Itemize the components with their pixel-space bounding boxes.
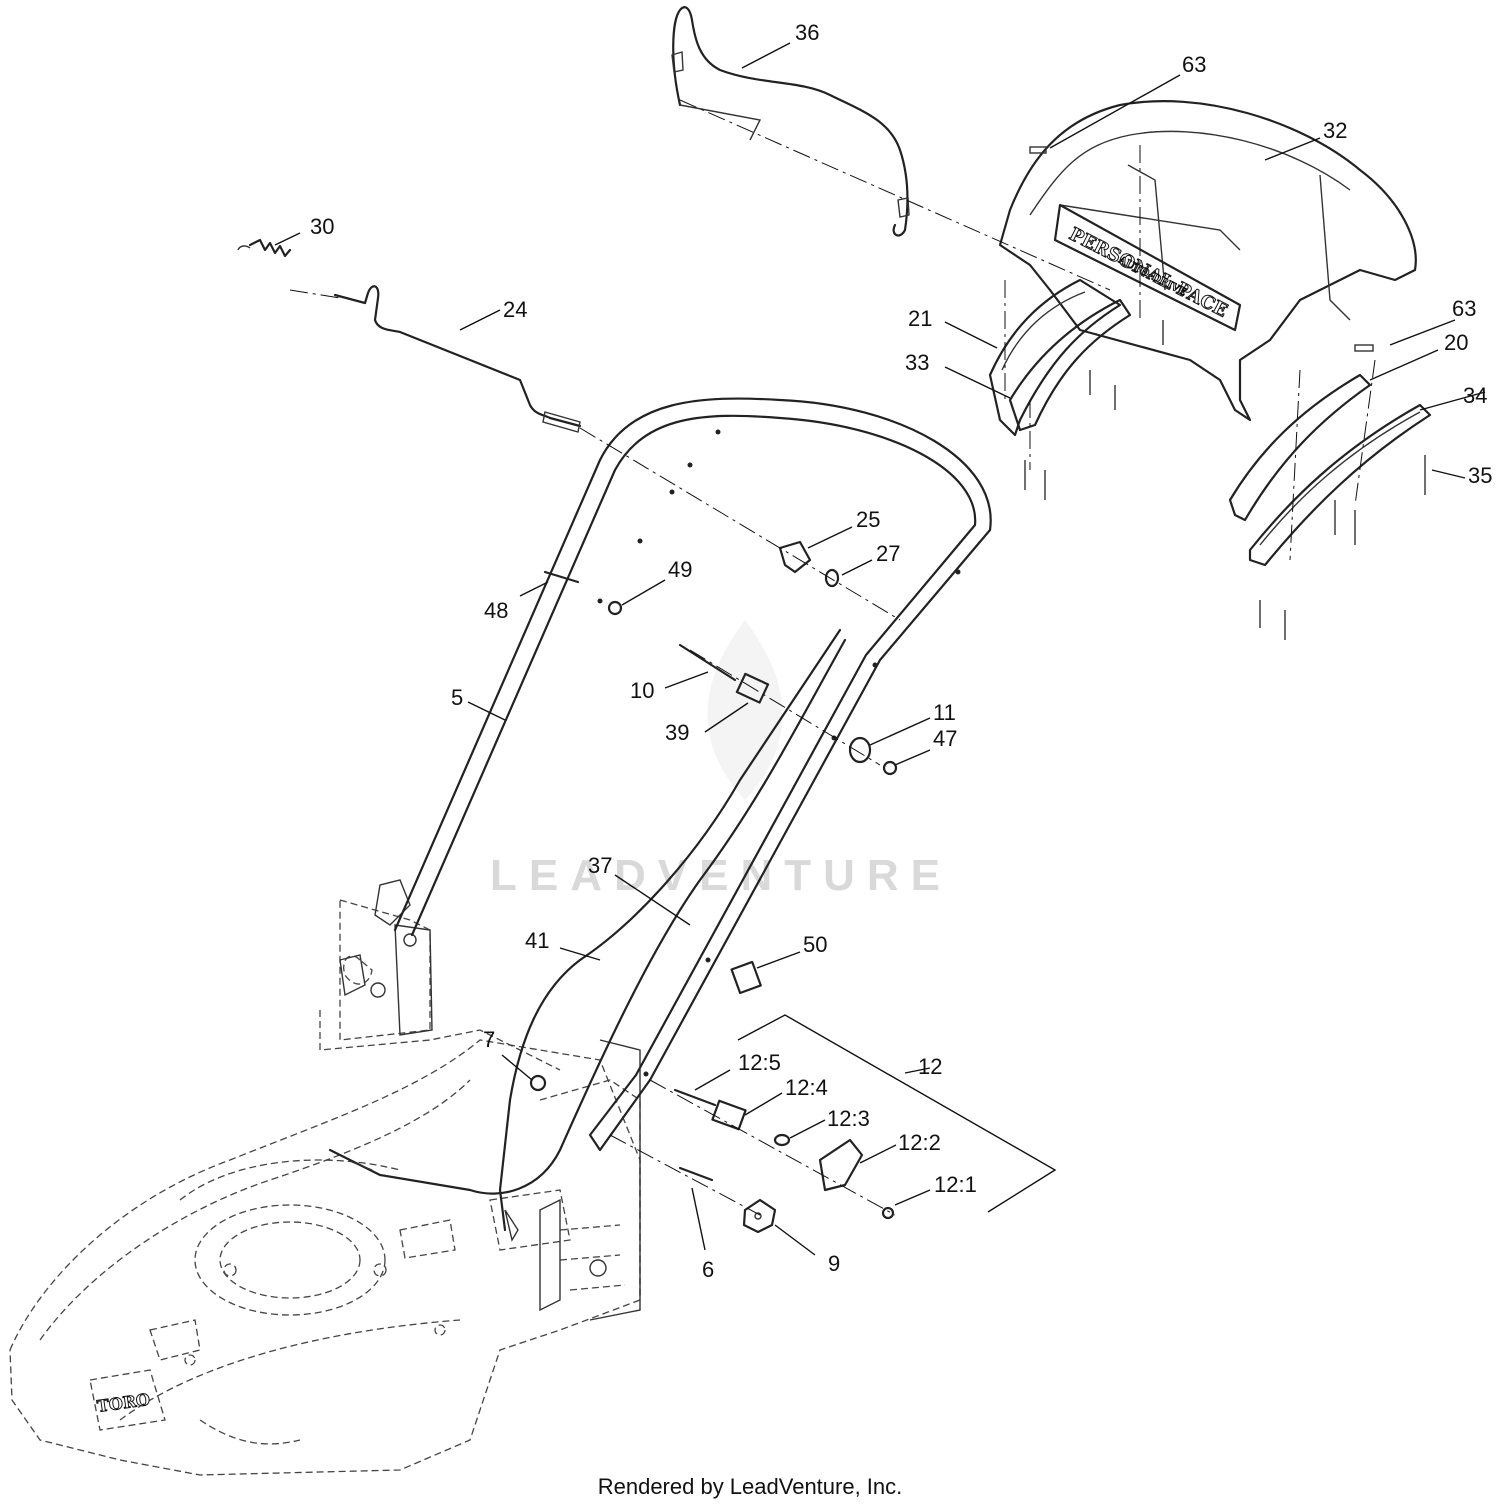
callout-63-right: 63 <box>1452 296 1476 321</box>
callout-30: 30 <box>310 214 334 239</box>
part-49 <box>607 600 623 616</box>
part-50 <box>730 960 762 995</box>
callout-32: 32 <box>1323 118 1347 143</box>
callout-34: 34 <box>1463 383 1487 408</box>
callout-27: 27 <box>876 541 900 566</box>
callout-25: 25 <box>856 507 880 532</box>
handle-bracket-right <box>539 1039 641 1321</box>
pins-63 <box>1029 146 1374 352</box>
part-12-1 <box>881 1206 895 1220</box>
callout-21: 21 <box>908 306 932 331</box>
part-9 <box>742 1198 777 1234</box>
lower-handle-5 <box>393 397 992 1152</box>
part-39 <box>735 672 770 704</box>
callout-48: 48 <box>484 598 508 623</box>
callout-20: 20 <box>1444 330 1468 355</box>
right-track-20-34 <box>1228 373 1432 567</box>
part-48 <box>543 570 580 584</box>
part-12-2 <box>818 1138 864 1192</box>
footer-credit: Rendered by LeadVenture, Inc. <box>597 1474 903 1499</box>
callout-12-5: 12:5 <box>738 1050 781 1075</box>
callout-6: 6 <box>702 1257 714 1282</box>
callout-49: 49 <box>668 557 692 582</box>
callout-41: 41 <box>525 928 549 953</box>
part-7 <box>529 1074 547 1092</box>
callout-47: 47 <box>933 726 957 751</box>
cable-41 <box>328 638 847 1195</box>
callout-33: 33 <box>905 350 929 375</box>
callout-12-2: 12:2 <box>898 1130 941 1155</box>
watermark-logo <box>707 620 783 800</box>
spring-30 <box>237 238 292 258</box>
part-25 <box>778 540 812 574</box>
screws-35 <box>1024 320 1426 640</box>
part-10 <box>678 643 737 682</box>
left-track-21-33 <box>988 278 1132 437</box>
assembly-axes <box>289 99 1376 1216</box>
callout-50: 50 <box>803 932 827 957</box>
callout-12-1: 12:1 <box>934 1172 977 1197</box>
mower-deck: TORO <box>9 899 641 1476</box>
part-12-3 <box>773 1133 791 1147</box>
callout-12-3: 12:3 <box>827 1106 870 1131</box>
callout-9: 9 <box>828 1251 840 1276</box>
control-rod-24 <box>333 285 582 433</box>
part-6 <box>678 1166 714 1182</box>
callout-24: 24 <box>503 297 527 322</box>
deck-logo: TORO <box>96 1390 151 1416</box>
upper-handle-32: PERSONAL PACE AUTO-DRIVE <box>998 100 1417 422</box>
part-12-5 <box>673 1088 717 1107</box>
callout-36: 36 <box>795 20 819 45</box>
bail-36 <box>671 6 910 237</box>
leader-lines <box>274 42 1486 1256</box>
callout-12-4: 12:4 <box>785 1075 828 1100</box>
part-27 <box>824 568 840 588</box>
kit-12-bracket <box>737 1014 1057 1213</box>
handle-bracket-left <box>339 879 433 1036</box>
watermark-text: LEADVENTURE <box>490 851 952 900</box>
callout-12: 12 <box>918 1054 942 1079</box>
part-12-4 <box>711 1099 747 1131</box>
callout-63-top: 63 <box>1182 52 1206 77</box>
callout-10: 10 <box>630 678 654 703</box>
callout-37: 37 <box>588 853 612 878</box>
part-47 <box>882 760 898 776</box>
callout-35: 35 <box>1468 463 1492 488</box>
callout-labels: 36 63 32 30 24 21 33 63 20 34 35 25 27 4… <box>310 20 1492 1282</box>
callout-39: 39 <box>665 720 689 745</box>
callout-11: 11 <box>933 700 956 725</box>
part-11 <box>848 736 872 764</box>
callout-7: 7 <box>483 1027 495 1052</box>
callout-5: 5 <box>451 685 463 710</box>
